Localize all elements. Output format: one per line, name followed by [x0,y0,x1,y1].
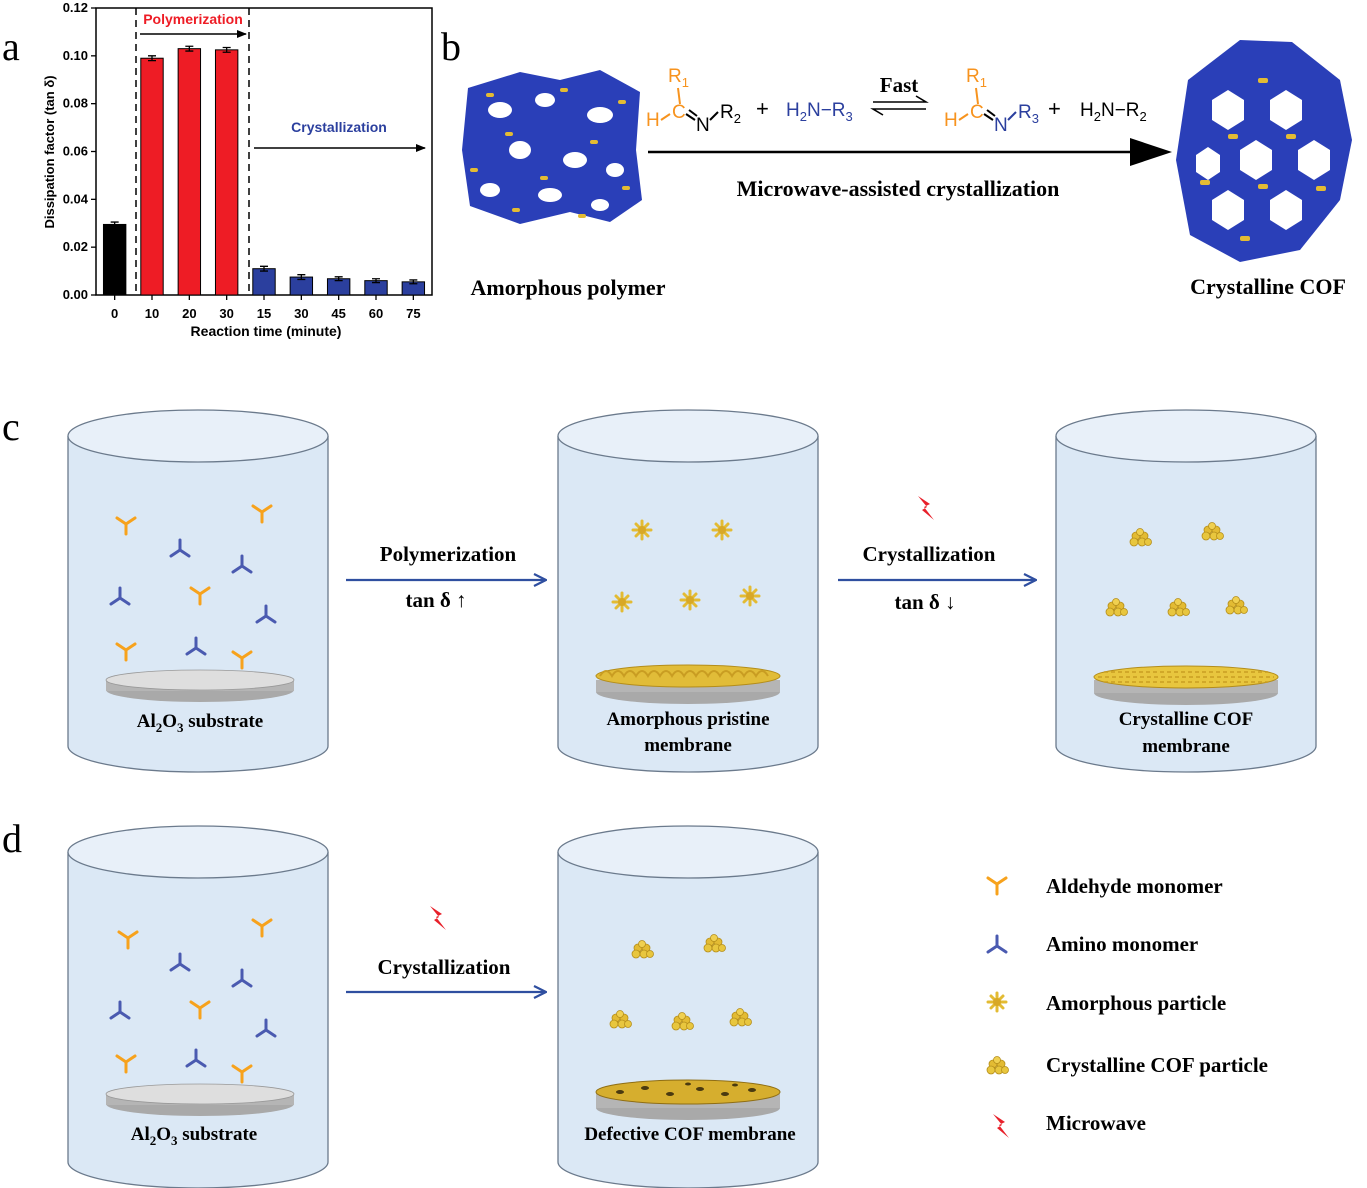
forward-arrow [873,95,929,103]
legend-label-amino: Amino monomer [1046,932,1198,956]
polymerization-arrow-label: Polymerization [380,542,517,566]
bar [252,268,276,296]
plus-2: + [1048,96,1061,121]
crystallization-arrow-label-d: Crystallization [378,955,511,979]
dissipation-chart: 0.00 0.02 0.04 0.06 0.08 0.10 0.12 0 10 20 30 15 30… [42,0,433,339]
fast-label: Fast [880,73,919,97]
y-axis-label: Dissipation factor (tan δ) [42,75,57,228]
error-bar [185,45,194,52]
aldehyde-monomer-icon [986,876,1008,896]
legend: Aldehyde monomer Amino monomer Amorphous… [986,874,1268,1138]
cylinder-d1: Al2O3 substrate [67,825,329,1188]
legend-label-microwave: Microwave [1046,1111,1146,1135]
crystalline-cof-label: Crystalline COF [1190,274,1346,299]
microwave-icon [993,1114,1009,1138]
y-tick-label: 0.04 [63,191,89,206]
tan-delta-up-label: tan δ ↑ [405,588,466,612]
substrate-label-d: Al2O3 substrate [131,1124,257,1148]
imine2-c: C [970,102,984,123]
microwave-icon-c [918,496,934,520]
crystallization-arrow-label-c: Crystallization [863,542,996,566]
reaction-scheme: R1 H C N R2 + H2N−R3 Fast R1 H C N R3 + … [646,66,1172,201]
imine1-n: N [696,115,710,136]
error-bar [409,279,418,285]
error-bar [334,276,343,282]
panel-letter-c: c [2,404,20,449]
amine2: H2N−R2 [1080,100,1147,124]
x-tick-label: 60 [369,306,383,321]
legend-label-aldehyde: Aldehyde monomer [1046,874,1223,898]
plus-1: + [756,96,769,121]
legend-label-crystalline: Crystalline COF particle [1046,1053,1268,1077]
main-reaction-arrowhead [1130,138,1172,166]
cylinder-c3: Crystalline COF membrane [1055,409,1317,773]
x-tick-label: 75 [406,306,420,321]
bar [140,57,164,296]
cylinder-d2: Defective COF membrane [557,825,819,1188]
amorphous-polymer-label: Amorphous polymer [471,275,666,300]
defective-membrane-label: Defective COF membrane [584,1124,795,1145]
polymerization-annotation: Polymerization [143,11,243,27]
crystalline-particle-icon [986,1056,1009,1075]
cylinder-c2: Amorphous pristine membrane [557,409,819,773]
imine2-r1: R1 [966,66,987,90]
amino-monomer-icon [986,934,1008,954]
bar [102,223,127,296]
bar [214,49,239,296]
error-bar [110,221,119,228]
imine1-r2: R2 [720,102,741,126]
error-bar [260,265,268,272]
x-tick-label: 10 [145,306,159,321]
panel-letter-d: d [2,816,22,861]
bar [177,48,202,296]
imine2-h: H [944,110,958,131]
x-tick-label: 0 [111,306,118,321]
cylinder-c1: Al2O3 substrate [67,409,329,773]
imine1-c: C [672,102,686,123]
y-tick-label: 0.06 [63,144,88,159]
legend-label-amorphous: Amorphous particle [1046,991,1226,1015]
microwave-icon-d [430,906,446,930]
y-tick-label: 0.08 [63,96,88,111]
x-tick-label: 15 [257,306,271,321]
crystalline-membrane-label-1: Crystalline COF [1119,709,1254,730]
x-tick-label: 45 [331,306,345,321]
amine1: H2N−R3 [786,100,853,124]
crystalline-membrane-label-2: membrane [1142,736,1230,757]
crystalline-cof-illustration [1176,40,1352,262]
amorphous-membrane-label-1: Amorphous pristine [606,709,769,730]
panel-letter-b: b [441,24,461,69]
x-tick-label: 30 [294,306,308,321]
imine2-n: N [994,115,1008,136]
crystallization-annotation: Crystallization [291,119,387,135]
substrate-label-c: Al2O3 substrate [137,711,263,735]
y-tick-label: 0.10 [63,48,88,63]
panel-letter-a: a [2,24,20,69]
amorphous-particle-icon [986,991,1008,1013]
amorphous-membrane-label-2: membrane [644,735,732,756]
imine1-h: H [646,110,660,131]
x-tick-label: 20 [182,306,196,321]
error-bar [148,55,156,62]
error-bar [297,274,306,281]
error-bar [222,46,231,53]
y-tick-label: 0.02 [63,239,88,254]
amorphous-polymer-illustration [462,70,642,224]
reverse-arrow [870,108,926,116]
imine2-r3: R3 [1018,102,1039,126]
microwave-crystallization-caption: Microwave-assisted crystallization [737,176,1060,201]
tan-delta-down-label: tan δ ↓ [894,590,955,614]
x-axis-label: Reaction time (minute) [191,323,342,339]
x-tick-label: 30 [219,306,233,321]
imine1-r1: R1 [668,66,689,90]
error-bar [372,278,380,284]
y-tick-label: 0.12 [63,0,88,15]
y-tick-label: 0.00 [63,287,88,302]
